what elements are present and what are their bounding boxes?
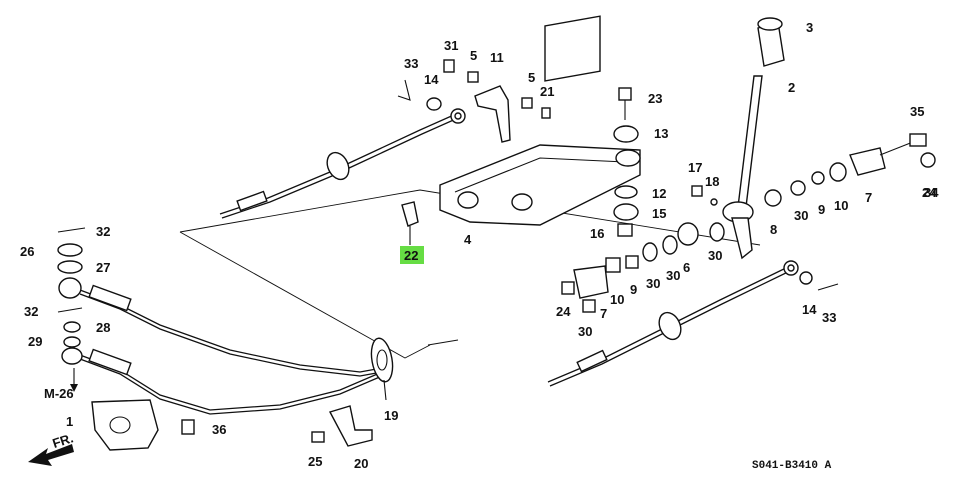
callout-8: 8 (770, 222, 777, 237)
reference-outline (179, 189, 761, 359)
callout-24b: 24 (556, 304, 571, 319)
left-parts (57, 227, 86, 365)
top-parts (397, 59, 551, 143)
callout-33b: 33 (822, 310, 836, 325)
callout-35: 35 (910, 104, 924, 119)
callout-10b: 10 (610, 292, 624, 307)
part-22-highlight (400, 246, 424, 264)
callout-9b: 9 (630, 282, 637, 297)
callout-30b: 30 (708, 248, 722, 263)
callout-27: 27 (96, 260, 110, 275)
callout-23: 23 (648, 91, 662, 106)
callout-7a: 7 (865, 190, 872, 205)
callout-18: 18 (705, 174, 719, 189)
callout-29: 29 (28, 334, 42, 349)
bracket-1 (70, 368, 195, 451)
callout-32b: 32 (24, 304, 38, 319)
callout-labels: 1 2 3 4 5 5 6 7 7 8 9 9 10 10 11 12 13 1… (20, 20, 939, 471)
callout-5a: 5 (470, 48, 477, 63)
upper-cable (219, 108, 466, 219)
callout-30d: 30 (646, 276, 660, 291)
bracket-20 (311, 405, 373, 447)
callout-33a: 33 (404, 56, 418, 71)
callout-31: 31 (444, 38, 458, 53)
callout-5b: 5 (528, 70, 535, 85)
callout-36: 36 (212, 422, 226, 437)
callout-6: 6 (683, 260, 690, 275)
callout-28: 28 (96, 320, 110, 335)
callout-30c: 30 (666, 268, 680, 283)
callout-9a: 9 (818, 202, 825, 217)
callout-22: 22 (404, 248, 418, 263)
callout-20: 20 (354, 456, 368, 471)
left-cables (79, 284, 394, 415)
callout-26: 26 (20, 244, 34, 259)
right-parts (764, 133, 936, 291)
diagram-code: S041-B3410 A (752, 460, 832, 472)
callout-14a: 14 (424, 72, 439, 87)
callout-32a: 32 (96, 224, 110, 239)
part-22-clip (401, 201, 419, 245)
callout-11: 11 (490, 50, 504, 65)
ref-fr: FR. (51, 430, 76, 451)
callout-34: 34 (924, 185, 939, 200)
callout-12: 12 (652, 186, 666, 201)
shift-lever (722, 17, 785, 260)
callout-3: 3 (806, 20, 813, 35)
callout-14b: 14 (802, 302, 817, 317)
callout-1: 1 (66, 414, 73, 429)
center-parts (561, 87, 725, 313)
callout-24a: 24 (922, 185, 937, 200)
callout-4: 4 (464, 232, 472, 247)
callout-21: 21 (540, 84, 554, 99)
lower-right-cable (547, 260, 799, 387)
shift-base (439, 15, 641, 226)
callout-30e: 30 (578, 324, 592, 339)
callout-2: 2 (788, 80, 795, 95)
callout-25: 25 (308, 454, 322, 469)
callout-15: 15 (652, 206, 666, 221)
callout-17: 17 (688, 160, 702, 175)
callout-19: 19 (384, 408, 398, 423)
front-arrow (28, 444, 74, 466)
ref-m26: M-26 (44, 386, 74, 401)
callout-30a: 30 (794, 208, 808, 223)
callout-7b: 7 (600, 306, 607, 321)
callout-10a: 10 (834, 198, 848, 213)
callout-13: 13 (654, 126, 668, 141)
callout-16: 16 (590, 226, 604, 241)
